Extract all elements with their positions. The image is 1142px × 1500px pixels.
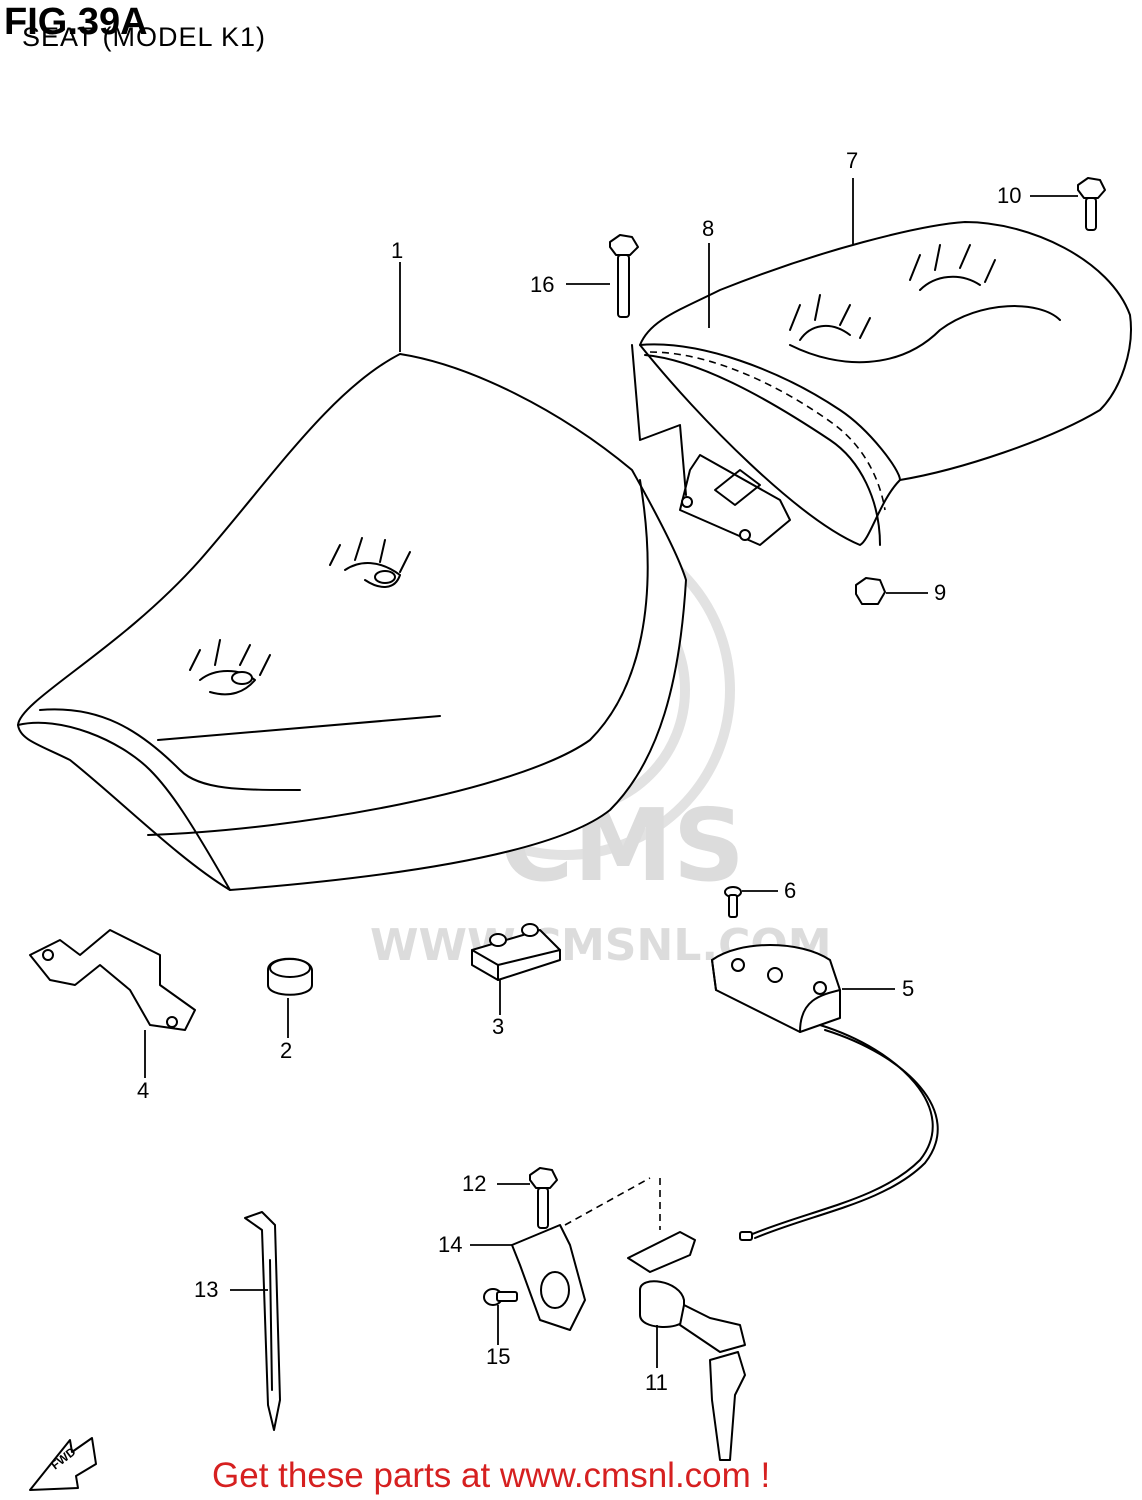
part-numbers: 1 2 3 4 5 6 7 8 9 10 11 12 13 14 15 16 [137, 148, 1021, 1395]
callout-12[interactable]: 12 [462, 1171, 486, 1196]
callout-2[interactable]: 2 [280, 1038, 292, 1063]
part-11-lock-set[interactable] [564, 1177, 746, 1461]
part-1-front-seat[interactable] [17, 353, 687, 891]
part-3-cushion-block[interactable] [471, 923, 561, 981]
part-9-nut[interactable] [855, 577, 886, 605]
fwd-arrow-icon: FWD [29, 1437, 97, 1491]
part-7-rear-seat[interactable] [639, 221, 1132, 546]
part-5-seat-lock-cable[interactable] [711, 944, 939, 1241]
part-13-strap[interactable] [244, 1211, 281, 1431]
part-4-bracket[interactable] [29, 929, 196, 1031]
callout-1[interactable]: 1 [391, 238, 403, 263]
part-15-screw[interactable] [483, 1288, 518, 1306]
callout-9[interactable]: 9 [934, 580, 946, 605]
callout-5[interactable]: 5 [902, 976, 914, 1001]
footer-link[interactable]: Get these parts at www.cmsnl.com ! [212, 1456, 770, 1495]
figure-subtitle: SEAT (MODEL K1) [22, 22, 266, 52]
callout-13[interactable]: 13 [194, 1277, 218, 1302]
part-16-bolt[interactable] [609, 234, 687, 496]
leader-lines [144, 178, 1078, 1368]
callout-3[interactable]: 3 [492, 1014, 504, 1039]
callout-8[interactable]: 8 [702, 216, 714, 241]
callout-16[interactable]: 16 [530, 272, 554, 297]
callout-14[interactable]: 14 [438, 1232, 462, 1257]
callout-10[interactable]: 10 [997, 183, 1021, 208]
callout-11[interactable]: 11 [645, 1370, 668, 1395]
callout-7[interactable]: 7 [846, 148, 858, 173]
part-12-bolt[interactable] [529, 1167, 558, 1229]
callout-4[interactable]: 4 [137, 1078, 149, 1103]
part-2-cushion[interactable] [267, 957, 313, 996]
part-10-bolt[interactable] [1077, 177, 1106, 231]
part-14-lock-bracket[interactable] [511, 1224, 586, 1331]
part-6-screw[interactable] [724, 886, 742, 918]
callout-15[interactable]: 15 [486, 1344, 510, 1369]
callout-6[interactable]: 6 [784, 878, 796, 903]
figure-title: FIG.39A [4, 1, 148, 43]
